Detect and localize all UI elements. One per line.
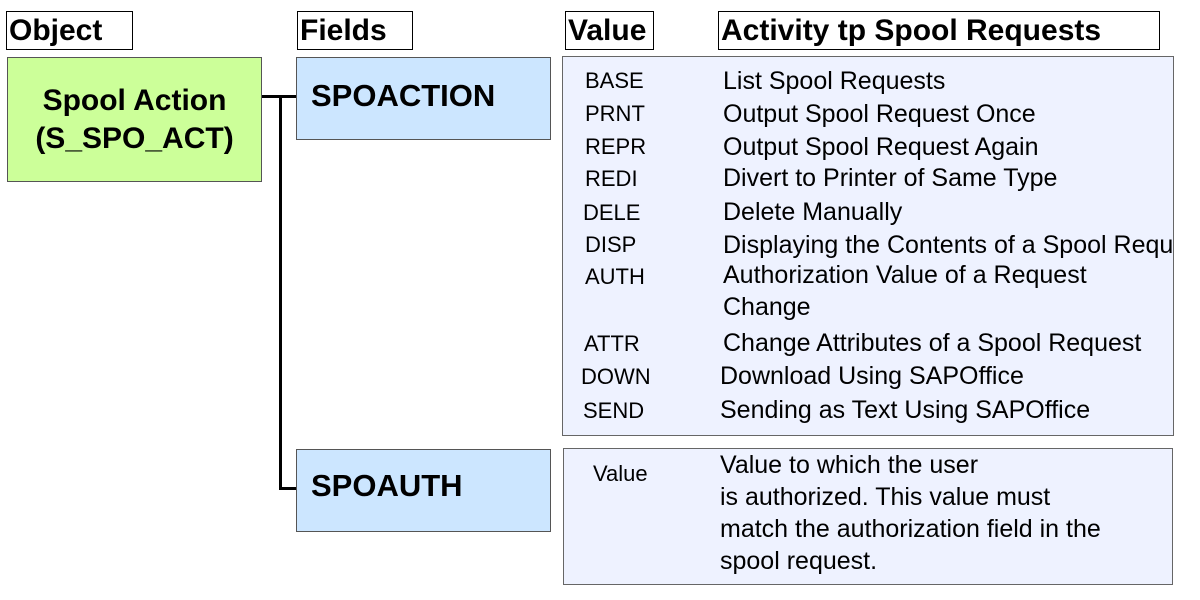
activity-description: Delete Manually bbox=[723, 198, 903, 226]
activity-code: DISP bbox=[585, 232, 637, 257]
object-header: Object bbox=[6, 11, 133, 50]
activity-code: BASE bbox=[585, 68, 644, 93]
auth-value-line: is authorized. This value must bbox=[720, 483, 1051, 511]
field-box-spoauth: SPOAUTH bbox=[296, 449, 551, 532]
auth-value-line: spool request. bbox=[720, 547, 878, 575]
activity-description: Output Spool Request Again bbox=[723, 133, 1039, 161]
activity-code: PRNT bbox=[585, 101, 645, 126]
activity-code: ATTR bbox=[584, 331, 640, 356]
activity-header: Activity tp Spool Requests bbox=[718, 11, 1160, 50]
activity-description: Download Using SAPOffice bbox=[720, 362, 1024, 390]
activity-description: Displaying the Contents of a Spool Requ bbox=[723, 231, 1174, 259]
field-box-spoaction: SPOACTION bbox=[296, 57, 551, 140]
activity-code: SEND bbox=[583, 398, 645, 423]
auth-value-line: match the authorization field in the bbox=[720, 515, 1101, 543]
object-box: Spool Action (S_SPO_ACT) bbox=[7, 57, 262, 182]
field-spoauth-label: SPOAUTH bbox=[311, 468, 463, 503]
object-technical-name: (S_SPO_ACT) bbox=[35, 121, 234, 155]
fields-header: Fields bbox=[297, 11, 413, 50]
activity-description: Change Attributes of a Spool Request bbox=[723, 329, 1142, 357]
activity-description: Output Spool Request Once bbox=[723, 100, 1036, 128]
object-name: Spool Action bbox=[42, 83, 227, 117]
activity-code: REPR bbox=[585, 134, 647, 159]
activity-code: DELE bbox=[583, 200, 641, 225]
auth-value-panel: Value Value to which the user is authori… bbox=[563, 448, 1173, 585]
connector-spine bbox=[279, 95, 282, 490]
value-header: Value bbox=[565, 11, 654, 50]
activity-code: AUTH bbox=[585, 264, 645, 289]
auth-value-line: Value to which the user bbox=[720, 451, 979, 479]
activity-description: Authorization Value of a Request bbox=[723, 261, 1087, 289]
activity-description: List Spool Requests bbox=[723, 67, 946, 95]
activity-values-panel: BASE List Spool Requests PRNT Output Spo… bbox=[562, 56, 1174, 436]
activity-code: DOWN bbox=[581, 364, 651, 389]
activity-code: REDI bbox=[585, 166, 638, 191]
activity-description: Change bbox=[723, 293, 811, 321]
field-spoaction-label: SPOACTION bbox=[311, 78, 496, 113]
activity-description: Sending as Text Using SAPOffice bbox=[720, 396, 1091, 424]
connector-to-spoauth bbox=[279, 487, 297, 490]
auth-value-code: Value bbox=[593, 461, 648, 486]
activity-description: Divert to Printer of Same Type bbox=[723, 164, 1058, 192]
